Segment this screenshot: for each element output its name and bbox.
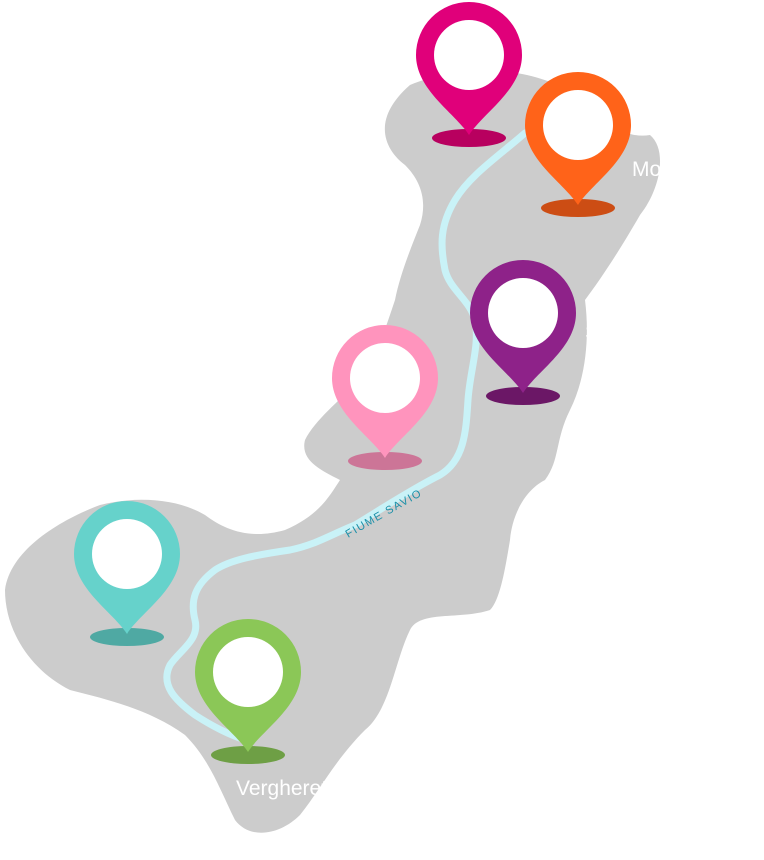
town-label-line: Cesena: [313, 34, 386, 57]
town-label-line: Verghereto: [236, 777, 339, 800]
region-shape: [5, 70, 661, 833]
town-label: Cesena: [313, 34, 386, 57]
town-label: Sarsina: [237, 385, 309, 408]
pin-hole: [350, 343, 420, 413]
pin-shadow: [348, 452, 422, 470]
town-label: Montiano: [632, 158, 718, 181]
town-marker-sarsina[interactable]: Sarsina: [237, 324, 438, 470]
town-marker-cesena[interactable]: Cesena: [313, 2, 522, 147]
town-label-line: Montiano: [632, 158, 718, 181]
town-label-line: Mercato: [585, 297, 661, 320]
pin-shadow: [432, 129, 506, 147]
pin-hole: [92, 519, 162, 589]
pin-shadow: [90, 628, 164, 646]
pin-shadow: [541, 199, 615, 217]
pin-hole: [434, 20, 504, 90]
town-marker-montiano[interactable]: Montiano: [525, 72, 718, 217]
town-marker-verghereto[interactable]: Verghereto: [195, 619, 339, 800]
town-label-line: Bagno di: [55, 437, 138, 460]
town-label-line: Saraceno: [585, 321, 675, 344]
pin-shadow: [486, 387, 560, 405]
pin-hole: [488, 278, 558, 348]
river-savio: [163, 129, 529, 744]
pin-shadow: [211, 746, 285, 764]
pin-hole: [543, 90, 613, 160]
town-label-line: Romagna: [55, 461, 146, 484]
town-label-line: Sarsina: [237, 385, 309, 408]
pin-hole: [213, 637, 283, 707]
town-label: Verghereto: [236, 777, 339, 800]
